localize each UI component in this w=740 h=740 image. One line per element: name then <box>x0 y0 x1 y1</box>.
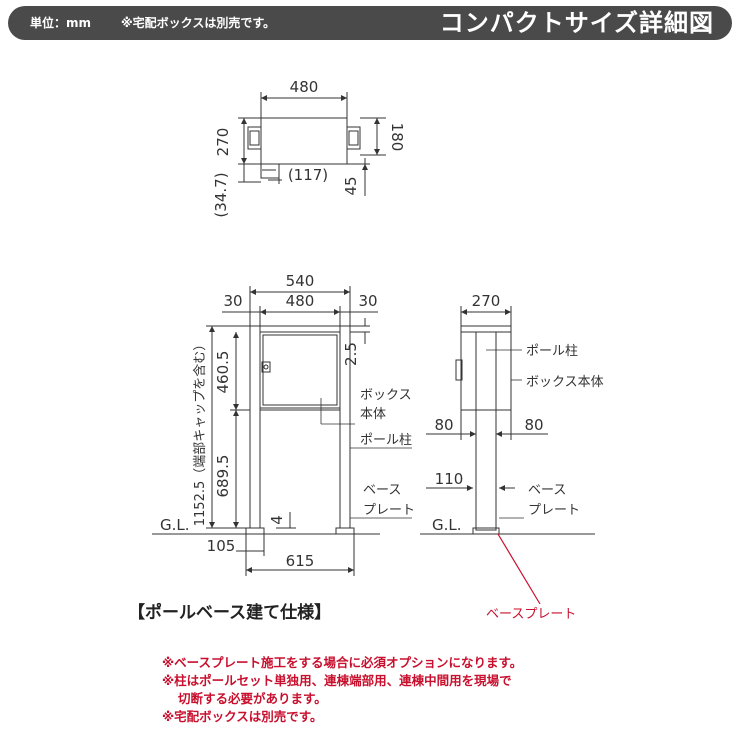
front-box <box>259 331 341 409</box>
dim-460-5: 460.5 <box>214 351 232 394</box>
top-view-lip <box>260 163 280 179</box>
label-box-side: ボックス本体 <box>526 375 604 390</box>
front-box-door <box>262 334 338 406</box>
note-1: ※ベースプレート施工をする場合に必須オプションになります。 <box>162 655 523 670</box>
front-view <box>152 286 412 576</box>
label-base-plate-red: ベースプレート <box>486 607 576 622</box>
page-title: コンパクトサイズ詳細図 <box>439 9 714 37</box>
label-base-side-2: プレート <box>528 503 580 518</box>
dim-180: 180 <box>388 123 406 152</box>
header-unit-note: 単位：mm ※宅配ボックスは別売です。 <box>30 6 275 40</box>
dim-105: 105 <box>207 537 236 555</box>
dim-110: 110 <box>435 470 464 488</box>
gl-label-side: G.L. <box>432 516 462 534</box>
note-2-continued: 切断する必要があります。 <box>178 691 327 706</box>
top-view-handle-right-inner <box>348 130 359 146</box>
side-view <box>420 306 595 605</box>
top-view <box>238 92 386 196</box>
dim-80-left: 80 <box>434 416 453 434</box>
label-box-front-1: ボックス <box>360 388 412 403</box>
label-base-front-1: ベース <box>363 483 401 498</box>
label-box-front-2: 本体 <box>360 407 386 422</box>
front-base-plate-right <box>335 527 355 535</box>
unit-label: 単位：mm <box>30 16 92 30</box>
top-view-box <box>260 117 348 165</box>
dim-2-5: 2.5 <box>342 342 360 366</box>
front-base-plate-left <box>245 527 265 535</box>
dim-1152-5: 1152.5（端部キャップを含む） <box>192 338 208 527</box>
red-leader-line <box>497 533 541 605</box>
dim-480-front: 480 <box>286 292 315 310</box>
side-box <box>460 325 512 411</box>
top-view-handle-right <box>346 126 361 150</box>
label-base-front-2: プレート <box>363 503 415 518</box>
dim-689-5: 689.5 <box>214 455 232 498</box>
dim-117: (117) <box>288 166 328 184</box>
top-view-handle-left <box>247 126 262 150</box>
dim-34-7: (34.7) <box>212 172 230 217</box>
dim-80-right: 80 <box>524 416 543 434</box>
dim-30-right: 30 <box>358 292 377 310</box>
dim-270-side: 270 <box>472 292 501 310</box>
dim-30-left: 30 <box>223 292 242 310</box>
dim-540: 540 <box>286 272 315 290</box>
label-pole-front: ポール柱 <box>360 433 412 448</box>
gl-label-front: G.L. <box>160 516 190 534</box>
label-base-side-1: ベース <box>528 483 566 498</box>
dim-4: 4 <box>268 515 286 525</box>
notes: ※ベースプレート施工をする場合に必須オプションになります。 ※柱はポールセット単… <box>162 654 522 726</box>
note-3: ※宅配ボックスは別売です。 <box>162 709 323 724</box>
dim-270-top: 270 <box>214 128 232 157</box>
side-base-plate <box>472 527 500 535</box>
section-title: 【ポールベース建て仕様】 <box>128 603 332 623</box>
dim-615: 615 <box>286 552 315 570</box>
side-pole <box>475 331 497 531</box>
top-view-handle-left-inner <box>249 130 260 146</box>
dim-45: 45 <box>342 176 360 195</box>
dim-480-top: 480 <box>290 78 319 96</box>
label-pole-side: ポール柱 <box>526 344 578 359</box>
header-note: ※宅配ボックスは別売です。 <box>121 16 276 30</box>
front-lock <box>261 361 271 373</box>
header-bar: 単位：mm ※宅配ボックスは別売です。 コンパクトサイズ詳細図 <box>8 6 732 40</box>
note-2: ※柱はポールセット単独用、連棟端部用、連棟中間用を現場で <box>162 673 512 688</box>
front-pole-left <box>249 325 261 529</box>
side-lock <box>455 359 463 381</box>
